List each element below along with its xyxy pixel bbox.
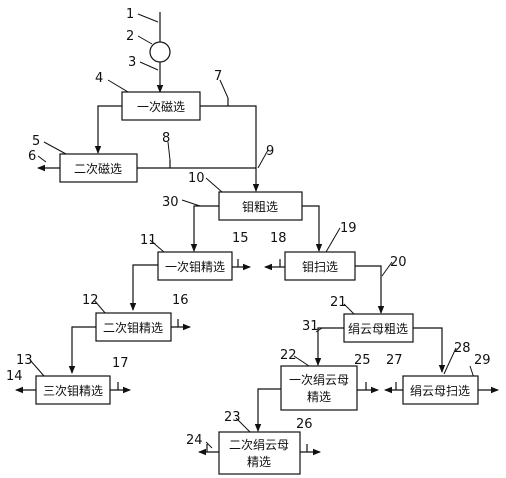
box-label-line2: 精选	[247, 455, 271, 469]
label-3: 3	[128, 55, 136, 70]
label-12: 12	[82, 293, 99, 308]
label-13: 13	[16, 353, 33, 368]
label-29: 29	[474, 353, 491, 368]
label-18: 18	[270, 231, 287, 246]
label-27: 27	[386, 353, 403, 368]
label-7: 7	[214, 69, 222, 84]
box-mo-clean3: 三次钼精选	[35, 375, 111, 405]
label-16: 16	[172, 293, 189, 308]
box-mag2: 二次磁选	[59, 153, 138, 183]
label-8: 8	[162, 131, 170, 146]
box-label: 一次钼精选	[165, 260, 225, 274]
mag1-to-mag2	[94, 105, 122, 154]
leader-lines	[29, 13, 475, 449]
clean1-to-clean2	[129, 264, 158, 311]
label-14: 14	[6, 369, 23, 384]
label-21: 21	[330, 295, 347, 310]
label-22: 22	[280, 348, 297, 363]
label-6: 6	[28, 149, 36, 164]
label-2: 2	[126, 29, 134, 44]
mo-rough-to-clean1	[190, 205, 219, 252]
label-1: 1	[126, 7, 134, 22]
label-11: 11	[140, 233, 157, 248]
box-label: 一次磁选	[137, 99, 185, 114]
box-label: 钼扫选	[302, 260, 338, 274]
box-mica-clean2: 二次绢云母 精选	[218, 431, 301, 475]
box-mo-clean2: 二次钼精选	[95, 312, 172, 342]
label-25: 25	[354, 353, 371, 368]
label-20: 20	[390, 255, 407, 270]
box-label: 二次钼精选	[103, 321, 163, 335]
box-mo-clean1: 一次钼精选	[157, 251, 233, 281]
label-15: 15	[232, 231, 249, 246]
label-26: 26	[296, 417, 313, 432]
box-mica-clean1: 一次绢云母 精选	[280, 365, 358, 411]
label-5: 5	[32, 134, 40, 149]
mo-rough-to-scav	[302, 205, 323, 252]
label-24: 24	[186, 433, 203, 448]
box-label: 二次磁选	[74, 161, 122, 176]
box-label-line2: 精选	[307, 390, 331, 404]
box-label-line1: 一次绢云母	[289, 372, 349, 387]
box-mo-rough: 钼粗选	[218, 191, 303, 221]
box-mica-rough: 绢云母粗选	[343, 313, 414, 343]
box-mo-scav: 钼扫选	[284, 251, 356, 281]
pump-icon	[149, 41, 171, 63]
box-label: 三次钼精选	[43, 384, 103, 398]
label-30: 30	[162, 195, 179, 210]
label-23: 23	[224, 410, 241, 425]
label-10: 10	[188, 171, 205, 186]
box-label-line1: 二次绢云母	[229, 437, 289, 452]
stream-numbers: 1 2 3 4 5 6 7 8 9 10 11 12 13 14 15 16 1…	[6, 7, 491, 448]
mica-rough-to-scav	[413, 327, 446, 373]
clean2-to-clean3	[68, 326, 96, 374]
box-label: 绢云母粗选	[348, 321, 408, 336]
box-mica-scav: 绢云母扫选	[402, 375, 479, 405]
stream-ticks	[117, 98, 397, 452]
box-label: 绢云母扫选	[410, 383, 470, 398]
label-19: 19	[340, 221, 357, 236]
label-31: 31	[302, 319, 319, 334]
mica-rough-to-clean1	[314, 327, 344, 366]
label-17: 17	[112, 356, 129, 371]
box-mag1: 一次磁选	[121, 91, 201, 121]
mica-clean1-to-clean2	[254, 388, 281, 432]
box-label: 钼粗选	[242, 200, 278, 214]
label-9: 9	[266, 144, 274, 159]
scav-to-mica-rough	[355, 265, 385, 314]
label-28: 28	[454, 341, 471, 356]
flow-lines	[15, 12, 499, 456]
mag1-nonmag-to-mo-rough	[200, 105, 260, 192]
label-4: 4	[95, 71, 103, 86]
